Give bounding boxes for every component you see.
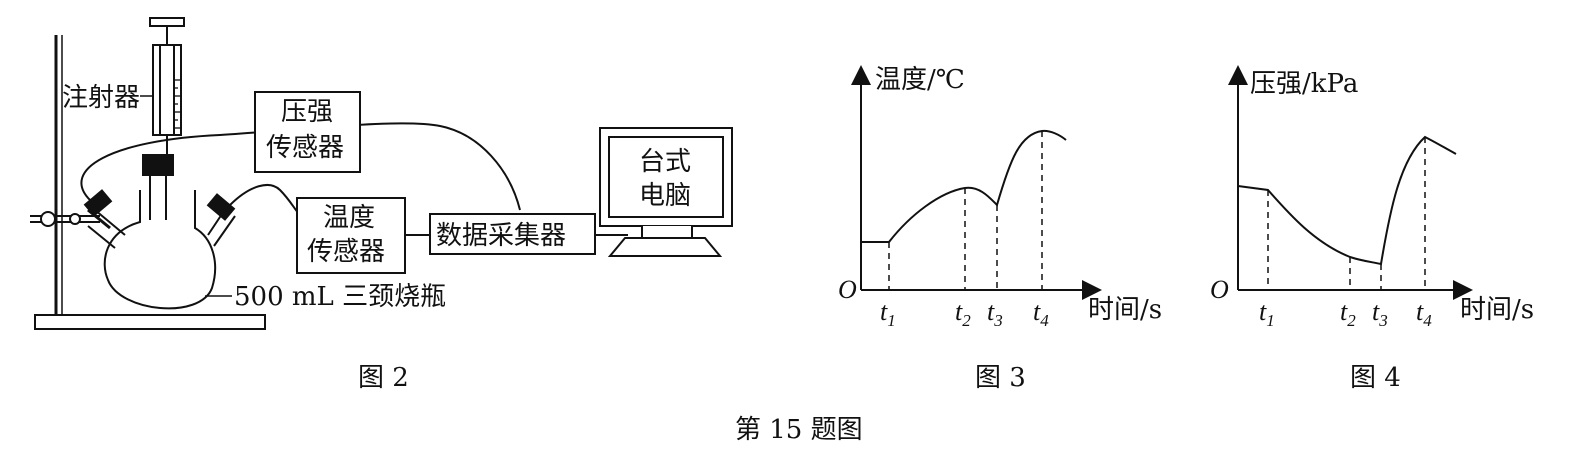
overall-caption: 第 15 题图	[735, 415, 863, 445]
three-neck-flask	[83, 154, 236, 310]
fig4-y-label: 压强/kPa	[1250, 69, 1358, 99]
fig3-tick-t2: t2	[955, 297, 971, 330]
computer-label-line1: 台式	[639, 147, 691, 177]
fig4-tick-labels: t1 t2 t3 t4	[1259, 297, 1432, 330]
fig4-x-label: 时间/s	[1460, 295, 1534, 325]
pressure-sensor-label-line1: 压强	[281, 97, 333, 127]
fig3-temperature-curve	[861, 129, 1067, 243]
temperature-tube	[229, 184, 301, 216]
figure-3-chart	[851, 65, 1102, 300]
fig3-tick-t4: t4	[1033, 297, 1049, 330]
fig3-tick-labels: t1 t2 t3 t4	[880, 297, 1049, 330]
pressure-sensor-box	[254, 91, 361, 173]
data-collector-label: 数据采集器	[436, 221, 566, 251]
figure-4-caption: 图 4	[1350, 363, 1401, 393]
fig3-tick-t1: t1	[880, 297, 896, 330]
fig3-tick-t3: t3	[987, 297, 1003, 330]
fig3-origin: O	[838, 275, 857, 304]
syringe	[140, 17, 185, 155]
figure-3-caption: 图 3	[975, 363, 1026, 393]
pressure-sensor-label-line2: 传感器	[266, 133, 344, 163]
fig3-y-label: 温度/℃	[875, 65, 965, 95]
temperature-sensor-label-line1: 温度	[323, 203, 375, 233]
flask-label: 500 mL 三颈烧瓶	[234, 282, 446, 312]
fig4-pressure-curve	[1237, 135, 1457, 266]
computer-label-line2: 电脑	[639, 181, 691, 211]
temperature-sensor-label-line2: 传感器	[307, 237, 385, 267]
figure-2-caption: 图 2	[358, 363, 409, 393]
temperature-sensor-box	[296, 197, 406, 274]
fig4-tick-t3: t3	[1372, 297, 1388, 330]
fig3-x-label: 时间/s	[1088, 295, 1162, 325]
fig4-tick-t2: t2	[1340, 297, 1356, 330]
data-collector-box	[429, 213, 596, 255]
fig4-tick-t4: t4	[1416, 297, 1432, 330]
figure-4-chart	[1228, 65, 1473, 300]
iron-stand	[30, 35, 266, 330]
desktop-computer	[599, 127, 733, 257]
syringe-label: 注射器	[62, 83, 140, 113]
figure-2-apparatus	[30, 17, 733, 330]
fig4-tick-t1: t1	[1259, 297, 1275, 330]
fig4-origin: O	[1210, 275, 1229, 304]
